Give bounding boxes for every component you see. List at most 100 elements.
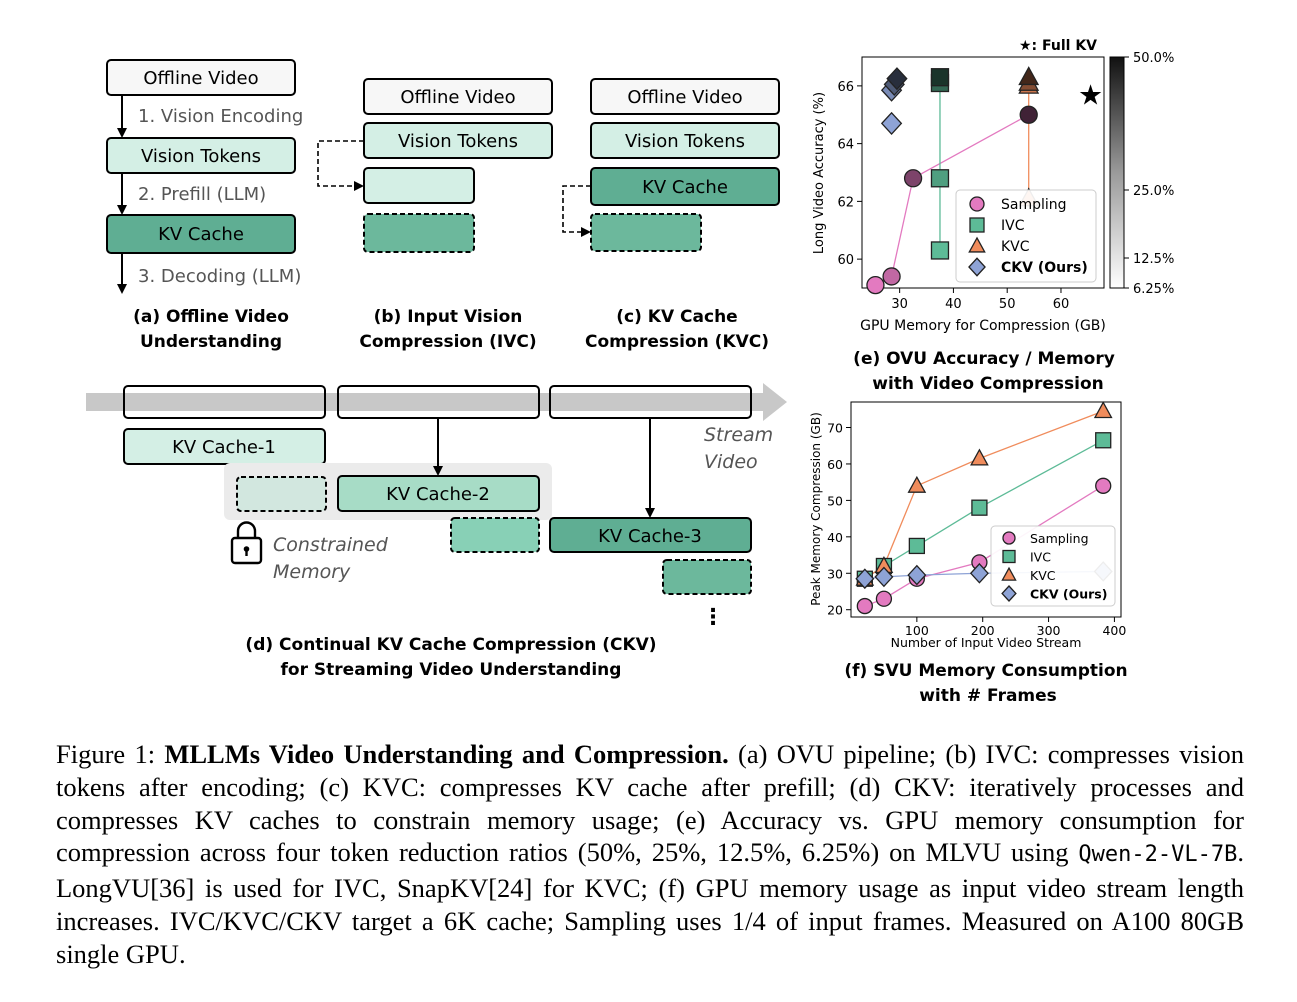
chart-e-point-ckv (886, 67, 908, 91)
chart-e-xtick-label: 30 (891, 297, 908, 312)
chart-e-legend-label: CKV (Ours) (1001, 260, 1088, 276)
box-compressed-tokens-b (363, 167, 475, 204)
step-decoding: 3. Decoding (LLM) (138, 266, 301, 287)
box-vision-tokens-c-text: Vision Tokens (625, 131, 745, 152)
label-c-2: Compression (KVC) (585, 332, 769, 352)
chart-e-ytick-label: 64 (837, 138, 854, 153)
label-e-2: with Video Compression (872, 374, 1103, 394)
box-offline-video-c-text: Offline Video (627, 87, 742, 108)
label-f-2: with # Frames (919, 686, 1057, 706)
box-offline-video-b-text: Offline Video (400, 87, 515, 108)
arrow-b-dashed (317, 140, 364, 191)
label-a-2: Understanding (140, 332, 282, 352)
chart-f-point-sampling (856, 597, 873, 615)
chart-e-xtick-label: 50 (999, 297, 1016, 312)
box-vision-tokens-a-text: Vision Tokens (141, 146, 261, 167)
kv-cache-3-box (549, 517, 752, 553)
colorbar-tick-label: 12.5% (1133, 252, 1174, 267)
chart-e-ylabel: Long Video Accuracy (%) (812, 92, 827, 254)
chart-f-point-ivc (1095, 432, 1112, 449)
box-kv-cache-c-text: KV Cache (642, 177, 728, 198)
box-offline-video-a-text: Offline Video (143, 68, 258, 89)
colorbar (1109, 56, 1125, 289)
chart-f-legend-marker (1002, 531, 1016, 545)
arrow-c-dashed (562, 185, 591, 237)
chart-f: Number of Input Video Stream Peak Memory… (809, 401, 1128, 706)
chart-f-point-ckv (855, 568, 875, 590)
label-a-1: (a) Offline Video (133, 307, 289, 327)
chart-f-ytick-label: 50 (827, 493, 843, 508)
chart-e-xtick-label: 40 (945, 297, 962, 312)
chart-f-point-ckv (969, 562, 989, 584)
chart-e-marks: ★ (866, 66, 1103, 295)
figure-canvas: Offline Video 1. Vision Encoding Vision … (86, 38, 1174, 706)
chart-e-point-ivc (930, 68, 950, 87)
label-f-1: (f) SVU Memory Consumption (844, 661, 1127, 681)
constrained-memory-label-2: Memory (273, 561, 351, 583)
box-kv-cache-a (106, 214, 296, 254)
box-vision-tokens-a (106, 137, 296, 174)
chart-e-ytick-label: 62 (837, 195, 854, 210)
kv-cache-3-compressed (662, 559, 752, 595)
chart-f-ytick-label: 40 (827, 530, 843, 545)
chart-f-point-ivc (908, 537, 926, 555)
chart-f-legend-marker (1002, 549, 1016, 564)
box-offline-video-a (106, 59, 296, 96)
chart-f-point-sampling (1095, 477, 1112, 494)
label-b-1: (b) Input Vision (374, 307, 523, 327)
caption-prefix: Figure 1: (56, 739, 165, 769)
colorbar-tick-label: 50.0% (1133, 51, 1174, 66)
chart-e: ★: Full KV GPU Memory for Compression (G… (812, 38, 1174, 394)
chart-e-legend-label: KVC (1001, 239, 1030, 255)
chart-f-point-ckv (907, 564, 927, 586)
chart-e-point-ivc (930, 241, 950, 260)
box-vision-tokens-b-text: Vision Tokens (398, 131, 518, 152)
box-offline-video-b (363, 78, 553, 115)
step-vision-encoding: 1. Vision Encoding (138, 106, 303, 127)
label-b-2: Compression (IVC) (359, 332, 536, 352)
chart-f-legend-box (990, 525, 1116, 607)
chart-e-legend-marker (969, 217, 985, 233)
chart-e-legend-label: Sampling (1001, 197, 1067, 213)
chart-f-legend-label: KVC (1030, 568, 1056, 583)
caption-model: Qwen-2-VL-7B (1078, 842, 1238, 868)
chart-e-ytick-label: 66 (837, 80, 854, 95)
chart-e-legend-box (955, 189, 1097, 283)
chart-f-point-ivc (971, 499, 988, 516)
chart-f-xtick-label: 100 (905, 623, 929, 638)
chart-f-xtick-label: 300 (1037, 623, 1061, 638)
chart-f-legend-label: CKV (Ours) (1030, 587, 1107, 602)
chart-f-ylabel: Peak Memory Compression (GB) (809, 412, 823, 606)
full-kv-star-icon: ★ (1078, 79, 1103, 112)
stream-chunk-1 (123, 385, 326, 419)
colorbar-tick-label: 25.0% (1133, 184, 1174, 199)
caption-body-2: . LongVU[36] is used for IVC, SnapKV[24]… (56, 837, 1244, 969)
chart-e-line-sampling (875, 114, 1030, 286)
label-e-1: (e) OVU Accuracy / Memory (853, 349, 1115, 369)
chart-e-xlabel: GPU Memory for Compression (GB) (860, 318, 1106, 334)
stream-video-label-1: Stream (704, 424, 773, 446)
kv-cache-1-compressed (236, 476, 327, 512)
kv-cache-1-box (123, 428, 326, 465)
chart-f-legend-label: IVC (1030, 550, 1051, 565)
kv-cache-3-text: KV Cache-3 (598, 526, 702, 547)
diagram-d: Stream Video KV Cache-1 KV Cache-2 KV Ca… (86, 383, 787, 680)
chart-f-ytick-label: 60 (827, 457, 843, 472)
box-offline-video-c (590, 78, 780, 115)
chart-f-ytick-label: 30 (827, 566, 843, 581)
chart-f-ytick-label: 70 (827, 421, 843, 436)
chart-f-point-kvc (970, 448, 989, 466)
chart-f-point-kvc (1093, 401, 1113, 419)
kv-cache-2-compressed (450, 517, 540, 553)
stream-video-label-2: Video (704, 451, 758, 473)
stream-arrow (86, 383, 787, 421)
diagram-c: Offline Video Vision Tokens KV Cache (c)… (562, 78, 780, 352)
chart-f-xtick-label: 400 (1102, 623, 1126, 638)
chart-e-legend-marker (969, 196, 985, 212)
colorbar-ticks: 50.0%25.0%12.5%6.25% (1124, 51, 1174, 297)
chart-e-legend-label: IVC (1001, 218, 1025, 234)
